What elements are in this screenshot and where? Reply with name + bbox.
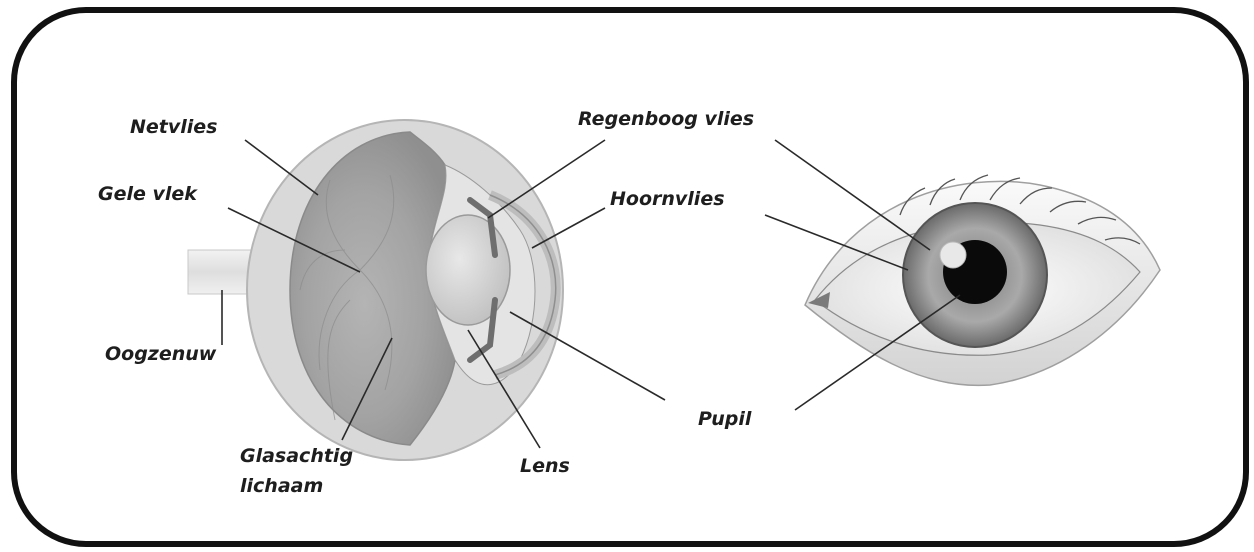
eye-highlight: [940, 242, 966, 268]
label-pupil: Pupil: [698, 408, 752, 430]
label-glasachtig-line2: lichaam: [240, 475, 323, 497]
label-regenboog-vlies: Regenboog vlies: [578, 108, 754, 130]
label-hoornvlies: Hoornvlies: [610, 188, 725, 210]
label-lens: Lens: [520, 455, 570, 477]
label-glasachtig-line1: Glasachtig: [240, 445, 353, 467]
label-gele-vlek: Gele vlek: [98, 183, 198, 205]
lens-shape: [426, 215, 510, 325]
label-netvlies: Netvlies: [130, 116, 217, 138]
label-oogzenuw: Oogzenuw: [105, 343, 217, 365]
